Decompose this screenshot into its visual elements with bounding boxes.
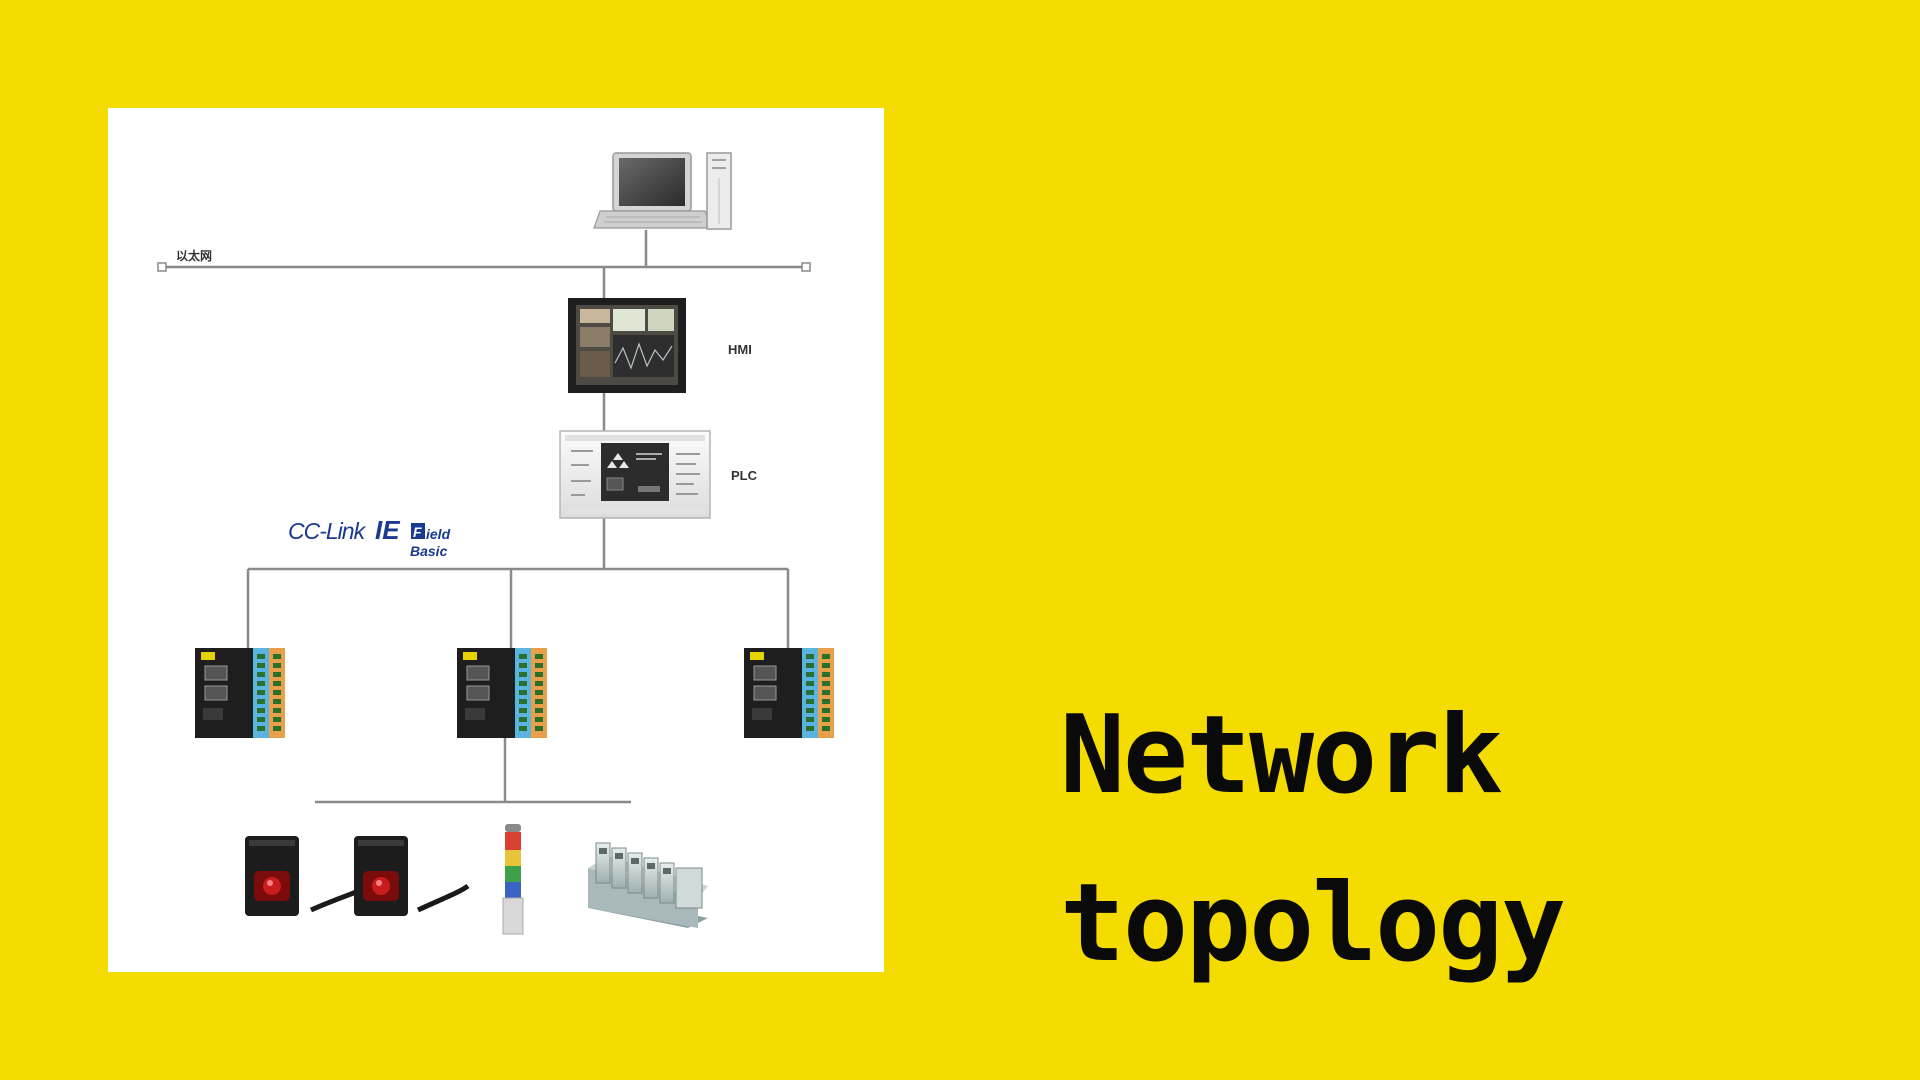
hmi-touch-panel-icon xyxy=(568,298,686,393)
laptop-computer-icon xyxy=(593,152,732,230)
solenoid-valve-manifold-icon xyxy=(588,842,708,928)
signal-tower-light-icon xyxy=(502,824,524,935)
slide-title-line2: topology xyxy=(1060,861,1566,986)
slide-title: Network topology xyxy=(1060,672,1880,1008)
ethernet-label: 以太网 xyxy=(176,248,212,263)
plc-label: PLC xyxy=(731,468,758,483)
remote-io-modules xyxy=(195,648,834,738)
logo-cclink-text: CC-Link xyxy=(288,518,367,544)
slide-title-line1: Network xyxy=(1060,693,1503,818)
connection-lines xyxy=(162,230,808,804)
cc-link-ie-field-basic-logo: CC-Link IE F ield Basic xyxy=(288,515,451,559)
hmi-label: HMI xyxy=(728,342,752,357)
logo-ield-text: ield xyxy=(426,526,451,542)
photoelectric-sensor-icon xyxy=(354,836,470,916)
plc-controller-icon xyxy=(559,430,711,519)
remote-io-module-icon xyxy=(744,648,834,738)
logo-ie-text: IE xyxy=(375,515,400,545)
remote-io-module-icon xyxy=(195,648,285,738)
logo-basic-text: Basic xyxy=(410,543,448,559)
remote-io-module-icon xyxy=(457,648,547,738)
logo-f-text: F xyxy=(413,524,422,540)
network-diagram: 以太网 xyxy=(108,108,884,972)
